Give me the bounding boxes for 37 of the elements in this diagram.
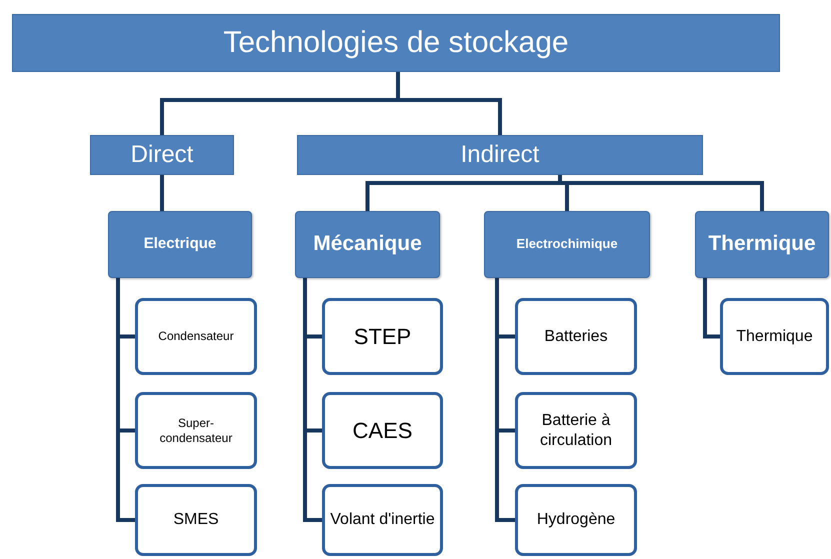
- leaf-box: [515, 392, 637, 469]
- leaf-box: [515, 298, 637, 375]
- category-box: [295, 211, 440, 278]
- node-text: Batteries: [544, 326, 608, 346]
- node-text: Mécanique: [313, 231, 422, 258]
- node-text: Super-condensateur: [158, 416, 234, 446]
- level-box: [297, 135, 703, 175]
- category-box: [695, 211, 829, 278]
- node-text: Volant d'inertie: [330, 510, 435, 530]
- node-text: Direct: [130, 140, 194, 170]
- node-text: Electrochimique: [516, 236, 618, 253]
- category-box: [484, 211, 650, 278]
- node-text: Condensateur: [158, 329, 234, 344]
- leaf-box: [515, 484, 637, 556]
- node-text: Batterie à circulation: [538, 410, 614, 450]
- node-text: Thermique: [736, 326, 813, 346]
- node-text: STEP: [354, 322, 412, 350]
- connector-line: [703, 278, 720, 338]
- leaf-box: [720, 298, 829, 375]
- title-box: [12, 14, 780, 72]
- leaf-box: [135, 392, 257, 469]
- leaf-box: [322, 484, 443, 556]
- node-text: Indirect: [460, 140, 540, 170]
- level-box: [90, 135, 234, 175]
- connector-line: [160, 175, 164, 211]
- node-text: Technologies de stockage: [223, 25, 569, 62]
- leaf-box: [322, 392, 443, 469]
- category-box: [108, 211, 252, 278]
- connector-line: [558, 175, 764, 211]
- node-text: SMES: [173, 510, 219, 530]
- node-text: CAES: [352, 416, 412, 444]
- node-text: Hydrogène: [536, 510, 616, 530]
- leaf-box: [135, 484, 257, 556]
- leaf-box: [322, 298, 443, 375]
- node-text: Electrique: [144, 235, 216, 254]
- leaf-box: [135, 298, 257, 375]
- node-text: Thermique: [708, 231, 816, 258]
